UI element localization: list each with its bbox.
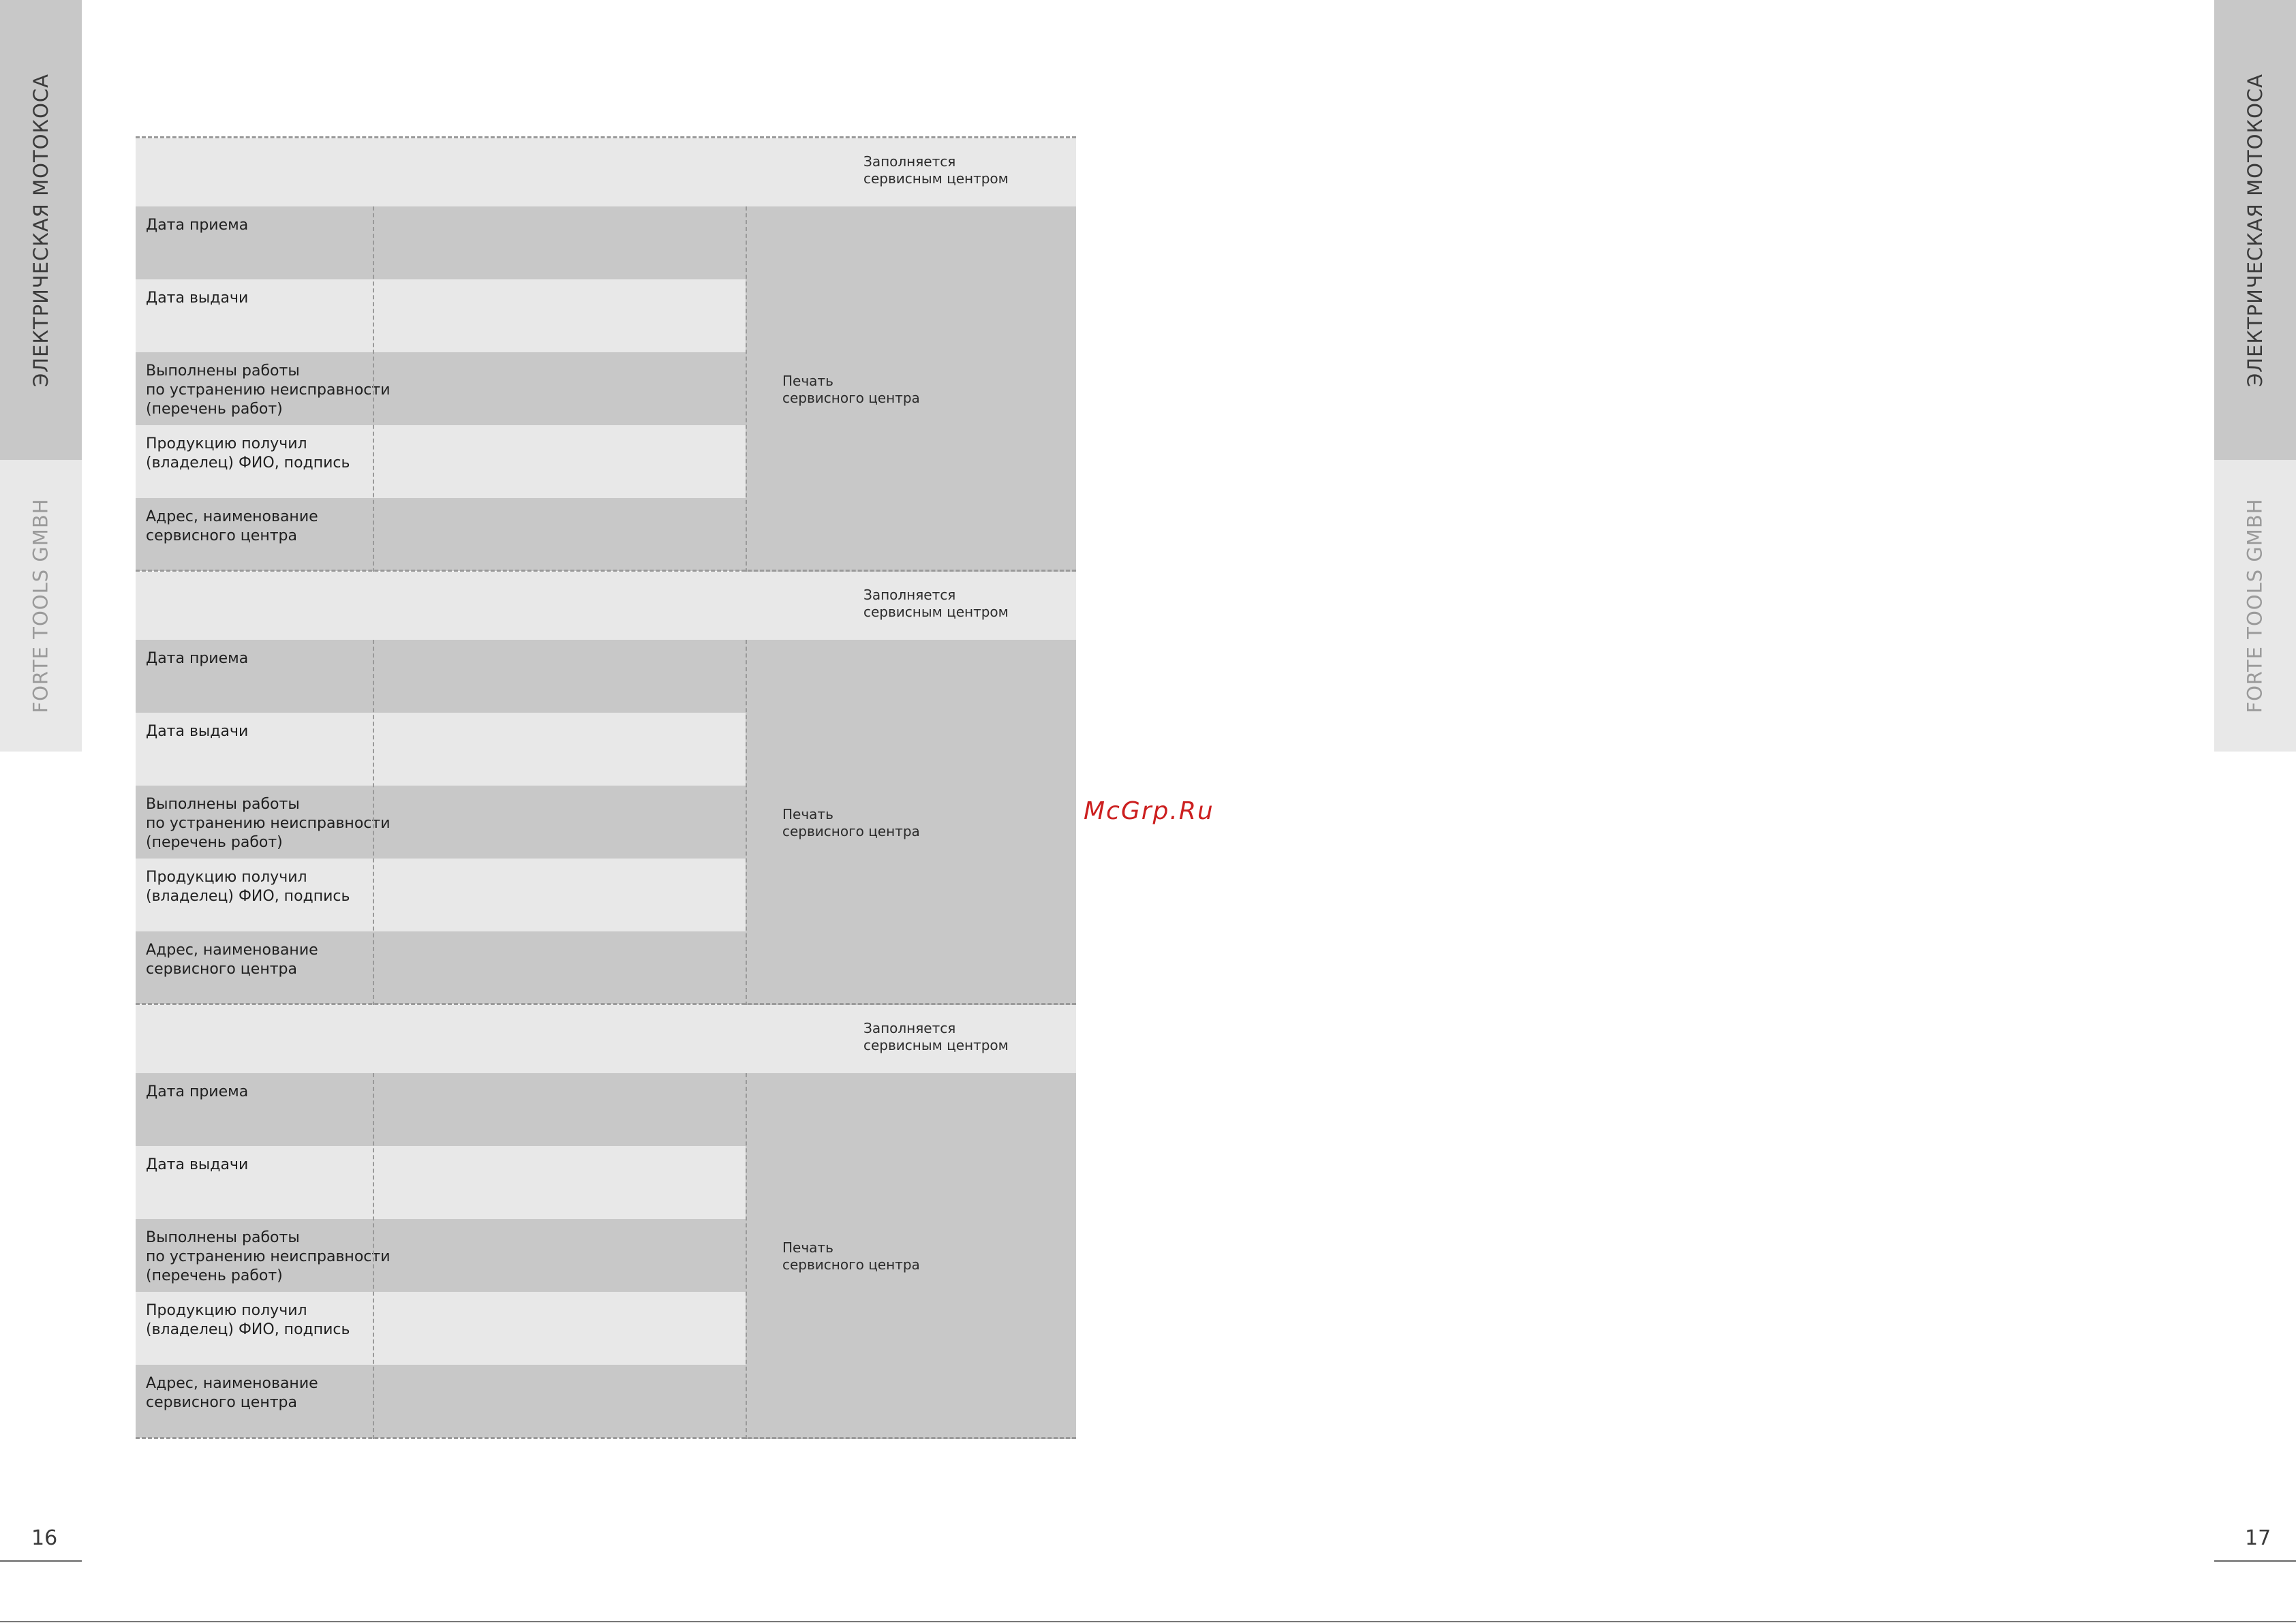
row-label: Дата выдачи [146,1156,249,1173]
row-service-address: Адрес, наименование сервисного центра [136,1365,746,1438]
right-brand-tab: FORTE TOOLS GMBH [2214,460,2296,752]
column-divider [373,206,374,572]
row-label: Выполнены работы по устранению неисправн… [146,796,391,851]
row-label: Дата приема [146,1083,249,1100]
row-label: Продукцию получил (владелец) ФИО, подпис… [146,869,350,905]
stamp-label: Печать сервисного центра [782,373,920,406]
row-issue-date: Дата выдачи [136,1146,746,1219]
column-divider [373,1073,374,1439]
row-received-by: Продукцию получил (владелец) ФИО, подпис… [136,425,746,498]
row-label: Дата приема [146,217,249,234]
row-work-done: Выполнены работы по устранению неисправн… [136,352,746,425]
right-product-title: ЭЛЕКТРИЧЕСКАЯ МОТОКОСА [2244,73,2267,387]
stamp-area: Печать сервисного центра [746,206,1076,572]
row-issue-date: Дата выдачи [136,713,746,786]
watermark-text: McGrp.Ru [1084,797,1214,825]
stamp-label: Печать сервисного центра [782,806,920,839]
left-product-title: ЭЛЕКТРИЧЕСКАЯ МОТОКОСА [29,73,53,387]
row-label: Дата приема [146,650,249,667]
card-header: Заполняется сервисным центром [136,572,1076,640]
left-product-tab: ЭЛЕКТРИЧЕСКАЯ МОТОКОСА [0,0,82,460]
row-label: Выполнены работы по устранению неисправн… [146,362,391,418]
bottom-rule [0,1621,2296,1622]
left-brand-tab: FORTE TOOLS GMBH [0,460,82,752]
right-page-number: 17 [2245,1526,2271,1550]
right-product-tab: ЭЛЕКТРИЧЕСКАЯ МОТОКОСА [2214,0,2296,460]
service-card-3: Заполняется сервисным центром Дата прием… [136,1003,1076,1439]
row-label: Дата выдачи [146,290,249,307]
row-label: Продукцию получил (владелец) ФИО, подпис… [146,1302,350,1338]
stamp-area: Печать сервисного центра [746,640,1076,1006]
left-page-rule [0,1560,82,1562]
stamp-label: Печать сервисного центра [782,1239,920,1273]
row-label: Адрес, наименование сервисного центра [146,508,318,544]
row-label: Дата выдачи [146,723,249,740]
column-divider [746,640,747,1006]
row-issue-date: Дата выдачи [136,279,746,352]
row-receipt-date: Дата приема [136,1073,746,1146]
right-page-rule [2214,1560,2296,1562]
card-header: Заполняется сервисным центром [136,1005,1076,1073]
row-work-done: Выполнены работы по устранению неисправн… [136,786,746,859]
left-brand-name: FORTE TOOLS GMBH [29,498,52,713]
row-receipt-date: Дата приема [136,640,746,713]
service-card-2: Заполняется сервисным центром Дата прием… [136,570,1076,1006]
card-header-note: Заполняется сервисным центром [863,1020,1009,1053]
row-work-done: Выполнены работы по устранению неисправн… [136,1219,746,1292]
row-service-address: Адрес, наименование сервисного центра [136,498,746,571]
row-label: Адрес, наименование сервисного центра [146,942,318,978]
row-received-by: Продукцию получил (владелец) ФИО, подпис… [136,1292,746,1365]
card-bottom-border [136,1437,1076,1439]
row-received-by: Продукцию получил (владелец) ФИО, подпис… [136,859,746,931]
column-divider [746,206,747,572]
row-label: Выполнены работы по устранению неисправн… [146,1229,391,1284]
column-divider [746,1073,747,1439]
service-card-1: Заполняется сервисным центром Дата прием… [136,136,1076,572]
row-label: Адрес, наименование сервисного центра [146,1375,318,1411]
row-label: Продукцию получил (владелец) ФИО, подпис… [146,435,350,472]
right-brand-name: FORTE TOOLS GMBH [2244,498,2267,713]
column-divider [373,640,374,1006]
stamp-area: Печать сервисного центра [746,1073,1076,1439]
row-service-address: Адрес, наименование сервисного центра [136,931,746,1004]
left-page-number: 16 [31,1526,58,1550]
card-header: Заполняется сервисным центром [136,138,1076,206]
row-receipt-date: Дата приема [136,206,746,279]
card-header-note: Заполняется сервисным центром [863,587,1009,620]
card-header-note: Заполняется сервисным центром [863,153,1009,187]
